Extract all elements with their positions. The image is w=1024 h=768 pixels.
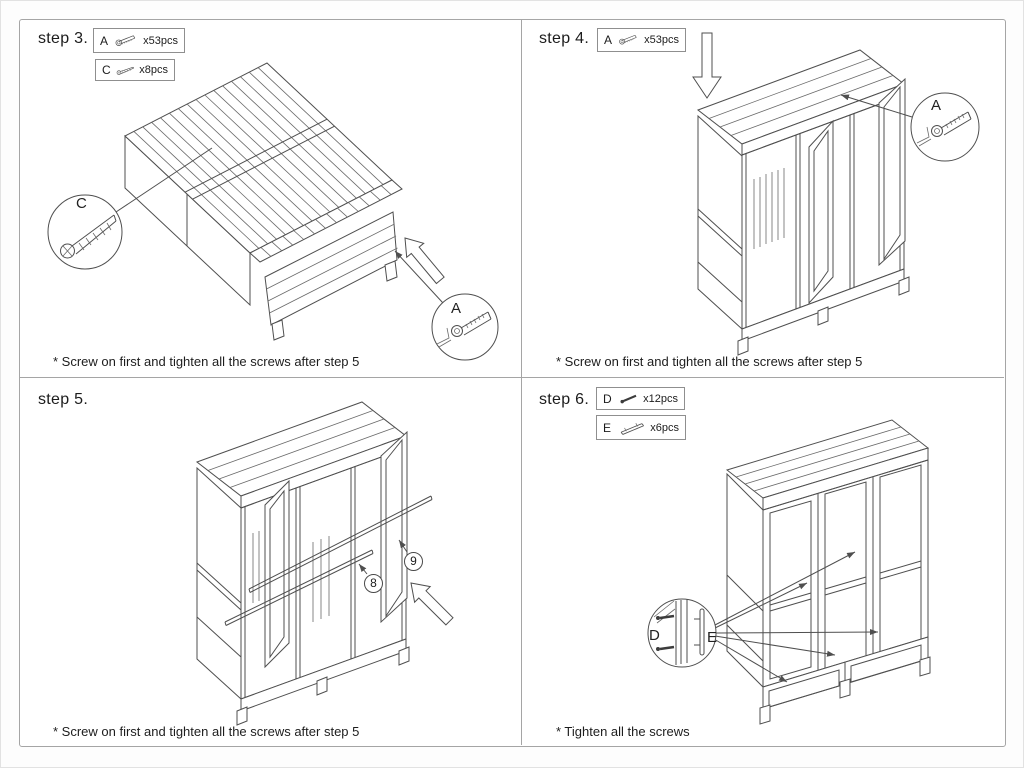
part-ref-9: 9 [404,552,423,571]
callout-c-leader [115,147,213,213]
rod-8-pointer [358,563,368,575]
part-box-e: E x6pcs [596,415,686,440]
dark-screw-icon [620,394,637,404]
callout-letter-c: C [76,195,87,212]
hanging-rod-9 [248,495,433,593]
roof-panel [124,62,393,254]
wardrobe-closed [725,419,931,725]
hanging-rod-8 [224,549,374,626]
handle-drawing [694,608,705,656]
vertical-divider [521,19,522,745]
part-c-letter: C [102,63,111,77]
step-6-panel: step 6. D x12pcs E x6pcs D E * Tighten a… [521,377,1004,745]
part-d-count: x12pcs [643,392,678,405]
part-box-a: A x53pcs [597,28,686,52]
step-4-panel: step 4. A x53pcs A * Screw on first and … [521,19,1004,377]
callout-letter-a: A [451,300,462,317]
part-box-c: C x8pcs [95,59,175,81]
step-3-footnote: * Screw on first and tighten all the scr… [53,354,360,369]
direction-arrow [410,582,454,626]
handle-icon [620,423,644,435]
callout-circle-c [47,194,123,270]
part-a-count: x53pcs [143,34,178,47]
horizontal-divider [19,377,1004,378]
callout-circle-a [431,293,499,361]
part-e-count: x6pcs [650,421,679,434]
step-6-illustration [647,419,931,725]
part-a-letter: A [604,33,613,47]
step-5-footnote: * Screw on first and tighten all the scr… [53,724,360,739]
open-door-frames [808,77,906,305]
callout-letter-d: D [649,627,660,644]
step-6-footnote: * Tighten all the screws [556,724,690,739]
step-5-illustration [195,401,454,726]
callout-a-leader [840,94,913,118]
down-arrow [692,32,722,99]
callout-circle-de [647,598,717,668]
bolt-icon [619,34,637,45]
wardrobe-body [264,211,398,341]
part-e-letter: E [603,420,612,435]
wood-screw-icon [116,66,134,75]
open-door-frames [264,430,408,669]
step-3-label: step 3. [38,30,89,47]
step-6-label: step 6. [539,391,590,408]
part-ref-8: 8 [364,574,383,593]
part-a-letter: A [100,33,109,48]
wardrobe [195,401,410,726]
callout-a-leader [394,250,444,304]
direction-arrow [404,237,445,285]
part-a-count: x53pcs [644,34,679,46]
step-4-footnote: * Screw on first and tighten all the scr… [556,354,863,369]
step-5-label: step 5. [38,391,89,408]
callout-circle-a [910,92,980,162]
callout-letter-e: E [707,629,718,646]
callout-leaders [713,551,879,683]
step-3-illustration [47,62,499,361]
step-4-label: step 4. [539,30,590,47]
bolt-icon [115,34,136,46]
wardrobe [696,49,910,356]
step-4-illustration [692,32,980,356]
step-3-panel: step 3. A x53pcs C x8pcs C A * Screw on … [19,19,521,377]
rod-9-pointer [398,539,408,553]
front-rail-band [249,179,403,263]
part-box-d: D x12pcs [596,387,685,410]
part-c-count: x8pcs [139,64,168,76]
part-box-a: A x53pcs [93,28,185,53]
callout-letter-a: A [931,97,942,114]
part-d-letter: D [603,391,612,406]
step-5-panel: step 5. 8 9 * Screw on first and tighten… [19,377,521,745]
